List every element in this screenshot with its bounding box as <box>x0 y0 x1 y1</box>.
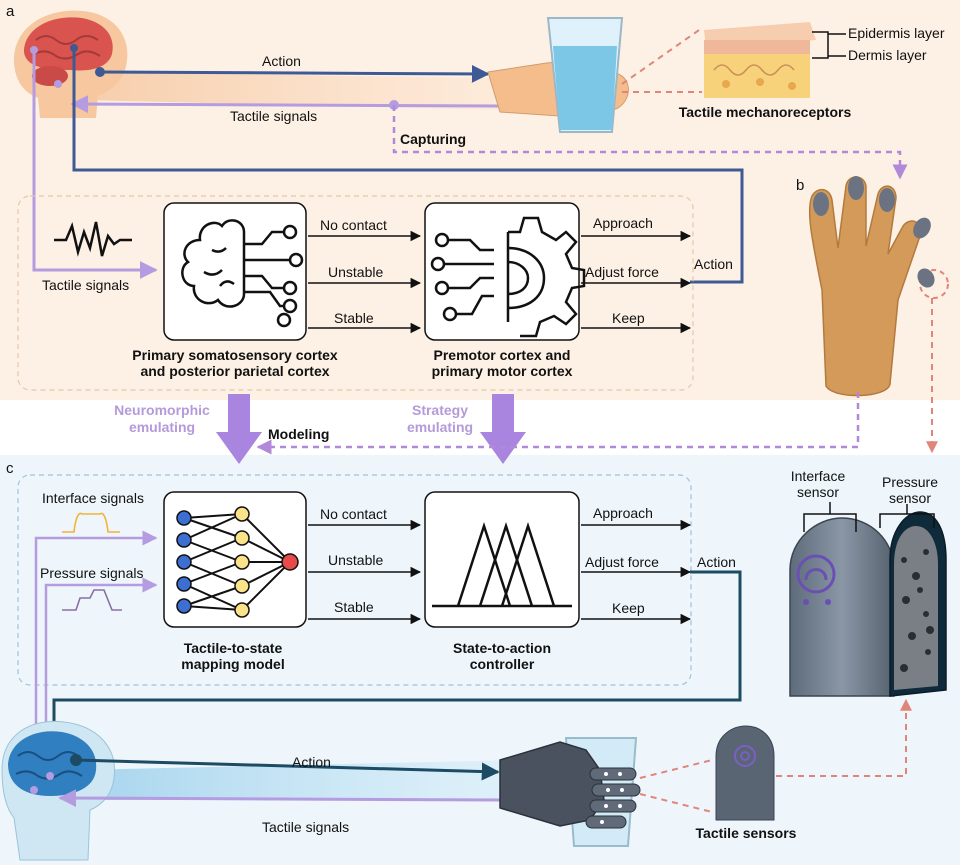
robot-action-loop <box>52 570 742 738</box>
robot-action-adjust-force: Adjust force <box>585 554 659 570</box>
bio-input-label: Tactile signals <box>42 277 130 293</box>
fuzzy-membership-icon <box>432 521 572 608</box>
tactile-arrow-top <box>70 95 501 114</box>
glove-fingertip-sensor <box>917 268 935 288</box>
mechanoreceptors-title: Tactile mechanoreceptors <box>678 104 852 120</box>
large-sensor-icon <box>789 511 947 697</box>
brain-circuit-icon <box>181 219 304 328</box>
robot-hand-icon <box>499 741 641 829</box>
strategy-down-arrow <box>480 394 526 464</box>
action-arrow-bottom <box>75 758 500 781</box>
waveform-icon <box>54 221 132 257</box>
interface-input-line <box>34 530 158 760</box>
bio-action-adjust-force: Adjust force <box>585 264 659 280</box>
epidermis-label: Epidermis layer <box>848 25 945 41</box>
neuromorphic-down-arrow <box>216 394 262 464</box>
modeling-dashed-line <box>256 392 860 455</box>
top-tactile-label: Tactile signals <box>230 108 318 124</box>
bio-action-out-label: Action <box>694 256 733 272</box>
pressure-signal-trace <box>62 589 122 611</box>
hand-sensor-dashed-1 <box>639 759 713 779</box>
robot-state-no-contact: No contact <box>320 506 387 522</box>
tactile-sensors-label: Tactile sensors <box>695 825 797 841</box>
brain-icon <box>14 10 128 118</box>
interface-signal-trace <box>62 512 120 533</box>
gear-circuit-icon <box>430 216 586 338</box>
robot-action-keep: Keep <box>612 600 645 616</box>
robot-action-out-label: Action <box>697 554 736 570</box>
capturing-label: Capturing <box>400 131 467 147</box>
sensor-zoom-dashed <box>776 698 912 777</box>
robot-model-frame <box>17 474 692 686</box>
glass-icon <box>546 17 624 133</box>
bio-action-keep: Keep <box>612 310 645 326</box>
bio-state-no-contact: No contact <box>320 217 387 233</box>
tactile-feed-line <box>32 50 158 279</box>
bottom-tactile-label: Tactile signals <box>262 819 350 835</box>
dermis-label: Dermis layer <box>848 47 927 63</box>
panel-label-c: c <box>6 460 14 477</box>
skin-bracket <box>812 31 829 59</box>
robot-state-unstable: Unstable <box>328 552 384 568</box>
glove-icon <box>808 176 931 397</box>
skin-link-dashed-1 <box>621 27 703 85</box>
pressure-input-line <box>44 577 158 760</box>
bio-box-2 <box>424 202 580 341</box>
bottom-action-label: Action <box>292 754 331 770</box>
modeling-label: Modeling <box>268 426 330 442</box>
bio-action-approach: Approach <box>593 215 653 231</box>
pressure-signals-label: Pressure signals <box>40 565 144 581</box>
interface-signals-label: Interface signals <box>42 490 144 506</box>
bio-box-1 <box>163 202 307 341</box>
bio-state-unstable: Unstable <box>328 264 384 280</box>
panel-label-b: b <box>796 177 805 194</box>
neural-network-icon <box>176 506 299 618</box>
panel-label-a: a <box>6 3 15 20</box>
skin-layers-icon <box>704 22 816 98</box>
hand-sensor-dashed-2 <box>639 793 713 813</box>
sensor-cap-icon <box>715 725 775 821</box>
action-loop-line <box>72 48 744 284</box>
bio-state-stable: Stable <box>334 310 374 326</box>
tactile-arrow-bottom <box>58 789 501 808</box>
robot-action-approach: Approach <box>593 505 653 521</box>
robot-box-2 <box>424 491 580 628</box>
action-arrow-top <box>99 64 490 83</box>
top-action-label: Action <box>262 53 301 69</box>
bio-model-frame <box>17 195 694 391</box>
glove-sensor-highlight <box>919 269 949 299</box>
capturing-dashed-line <box>392 105 908 180</box>
robot-state-stable: Stable <box>334 599 374 615</box>
